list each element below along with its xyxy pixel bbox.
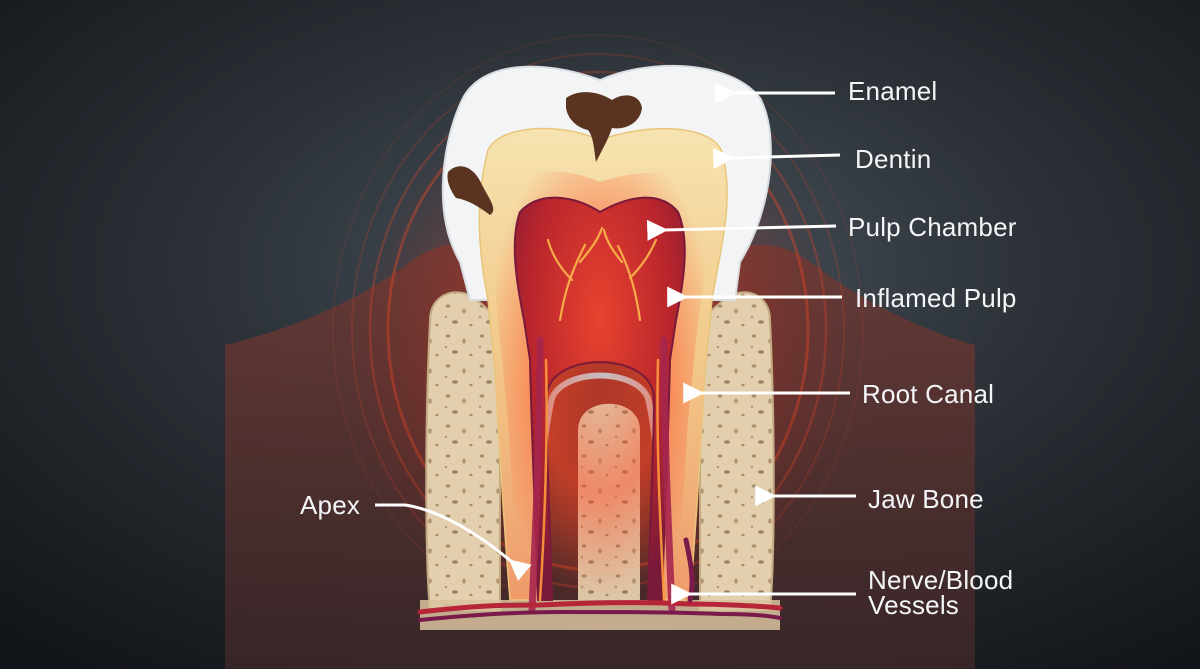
label-nerve-blood-vessels: Nerve/Blood Vessels [868, 565, 1014, 620]
leader-lines [375, 82, 856, 605]
apex-pointer [375, 503, 532, 581]
label-dentin: Dentin [855, 144, 932, 174]
label-inflamed-pulp: Inflamed Pulp [855, 283, 1017, 313]
nerve-branches [538, 226, 666, 602]
label-nerve-line-1: Nerve/Blood [868, 565, 1014, 595]
dentin-pointer [712, 147, 841, 169]
label-jaw-bone: Jaw Bone [868, 484, 984, 514]
label-nerve-line-2: Vessels [868, 590, 960, 620]
cavity-decay-icon [447, 92, 642, 215]
label-pulp-chamber: Pulp Chamber [848, 212, 1017, 242]
label-enamel: Enamel [848, 76, 938, 106]
root-canal-vessels [528, 336, 676, 614]
label-apex: Apex [300, 490, 361, 520]
label-root-canal: Root Canal [862, 379, 995, 409]
pulp-chamber-pointer [646, 219, 837, 241]
